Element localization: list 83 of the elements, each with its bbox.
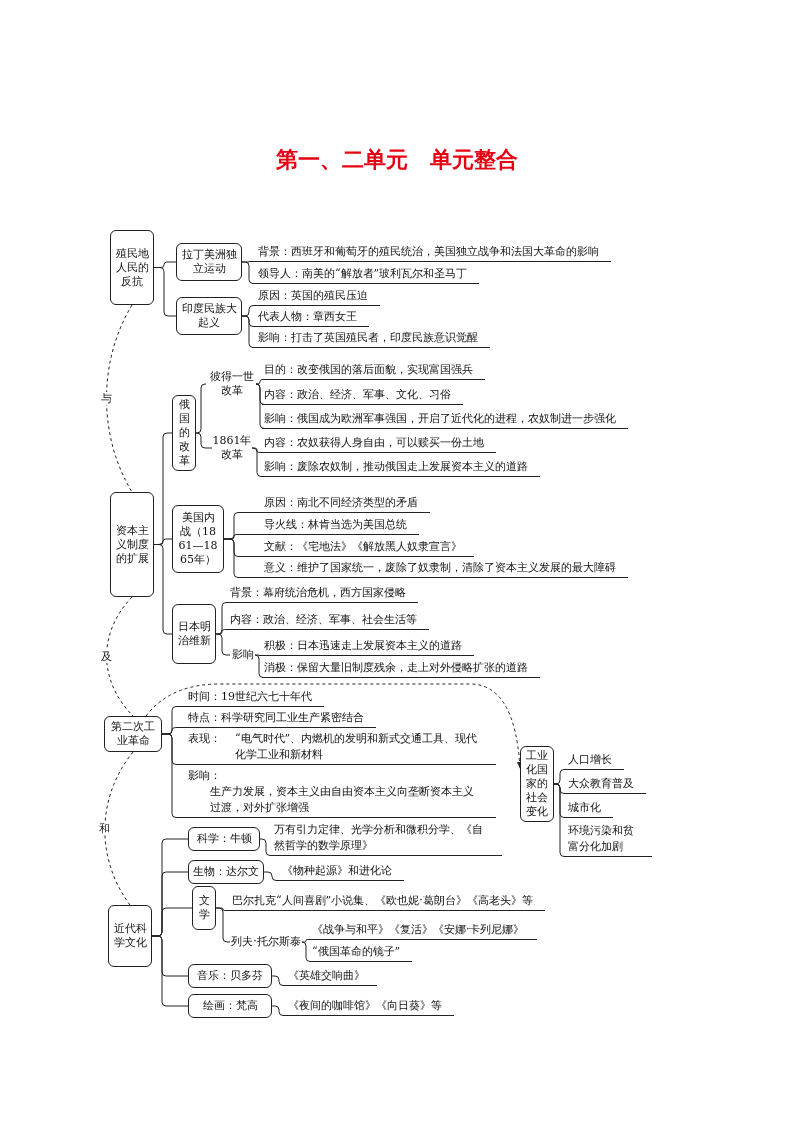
note-text: 影响：打击了英国殖民者，印度民族意识觉醒 [256,330,490,348]
note-text: 导火线：林肯当选为美国总统 [262,517,419,535]
title: 第一、二单元 单元整合 [275,146,519,174]
connector-line [251,447,263,453]
note-text: 内容：农奴获得人身自由，可以赎买一份土地 [262,435,496,453]
topic-box: 美国内战（1861—1865年） [172,505,224,573]
topic-box: 拉丁美洲独立运动 [176,243,242,281]
connector-line [271,1005,287,1016]
note-text: 原因：英国的殖民压迫 [256,288,380,306]
note-text: 时间：19世纪六七十年代 [186,689,324,707]
connector-line [161,733,187,818]
note-text: 城市化 [566,800,613,818]
underlined-note [186,731,496,765]
note-text: 大众教育普及 [566,776,646,794]
connector-line [254,654,264,678]
topic-box: 近代科学文化 [108,905,152,967]
topic-box: 生物：达尔文 [188,860,264,884]
topic-box: 绘画：梵高 [188,994,272,1018]
topic-box: 日本明治维新 [172,604,216,664]
connector-line [271,975,287,986]
connector-line [301,941,311,962]
note-heading: 表现： [188,731,221,747]
note-text: “电气时代”、内燃机的发明和新式交通工具、现代化学工业和新材料 [234,731,479,763]
note-text: 影响：俄国成为欧洲军事强国，开启了近代化的进程，农奴制进一步强化 [262,411,628,429]
connector-line [106,304,133,493]
connector-line [195,432,213,449]
topic-text: 列夫·托尔斯泰 [230,935,302,949]
topic-box: 印度民族大起义 [176,297,242,335]
note-text: 《战争与和平》《复活》《安娜·卡列尼娜》 [310,922,537,940]
note-text: 领导人：南美的“解放者”玻利瓦尔和圣马丁 [256,266,480,284]
connector-line [259,838,273,856]
topic-box: 资本主义制度的扩展 [110,492,154,597]
note-text: 影响：废除农奴制，推动俄国走上发展资本主义的道路 [262,459,540,477]
note-text: 目的：改变俄国的落后面貌，实现富国强兵 [262,362,485,380]
note-text: 消极：保留大量旧制度残余，走上对外侵略扩张的道路 [262,660,540,678]
connector-line [263,871,281,881]
connector-line [151,935,189,1007]
note-text: 特点：科学研究同工业生产紧密结合 [186,710,376,728]
note-heading: 影响： [188,768,222,784]
note-text: 内容：政治、经济、军事、社会生活等 [228,612,429,630]
connector-line [241,315,257,348]
note-text: 背景：西班牙和葡萄牙的殖民统治，美国独立战争和法国大革命的影响 [256,244,611,262]
topic-text: 彼得一世改革 [206,370,258,398]
note-text: 万有引力定律、光学分析和微积分学、《自然哲学的数学原理》 [272,822,502,856]
note-text: 内容：政治、经济、军事、文化、习俗 [262,387,463,405]
connector-line [301,939,311,943]
topic-box: 俄国的改革 [172,395,196,471]
note-text: 《物种起源》和进化论 [280,863,404,881]
note-text: 文献：《宅地法》《解放黑人奴隶宣言》 [262,539,474,557]
connector-line [255,654,263,656]
note-text: 积极：日本迅速走上发展资本主义的道路 [262,638,474,656]
edge-label: 和 [98,822,112,835]
topic-box: 文学 [192,886,216,930]
connector-line [215,633,231,656]
connector-line [257,379,263,385]
topic-box: 殖民地人民的反抗 [110,230,154,305]
edge-label: 及 [100,650,114,663]
topic-box: 第二次工业革命 [104,716,162,752]
edge-label: 与 [100,392,113,405]
note-text: 人口增长 [566,752,624,770]
connector-line [106,596,134,717]
connector-line [195,383,207,434]
note-text: 生产力发展，资本主义由自由资本主义向垄断资本主义过渡，对外扩张增强 [209,784,475,816]
topic-text: 影响 [230,648,256,662]
note-text: “俄国革命的镜子” [310,944,413,962]
underlined-note [186,768,496,818]
note-text: 代表人物：章西女王 [256,309,369,327]
topic-box: 音乐：贝多芬 [188,964,272,988]
connector-line [223,538,263,578]
connector-line [251,447,263,477]
topic-box: 工业化国家的社会变化 [520,746,554,822]
connector-line [255,383,265,429]
note-text: 环境污染和贫富分化加剧 [566,823,652,857]
connector-line [104,751,134,906]
topic-box: 科学：牛顿 [188,827,260,851]
connector-line [241,261,257,284]
note-text: 《夜间的咖啡馆》《向日葵》等 [286,998,454,1016]
note-text: 背景：幕府统治危机，西方国家侵略 [228,585,418,603]
note-text: 巴尔扎克“人间喜剧”小说集、《欧也妮·葛朗台》《高老头》等 [230,893,545,911]
note-text: 原因：南北不同经济类型的矛盾 [262,495,430,513]
note-text: 意义：维护了国家统一，废除了奴隶制，清除了资本主义发展的最大障碍 [262,560,628,578]
topic-text: 1861年改革 [212,434,252,462]
note-text: 《英雄交响曲》 [286,968,377,986]
